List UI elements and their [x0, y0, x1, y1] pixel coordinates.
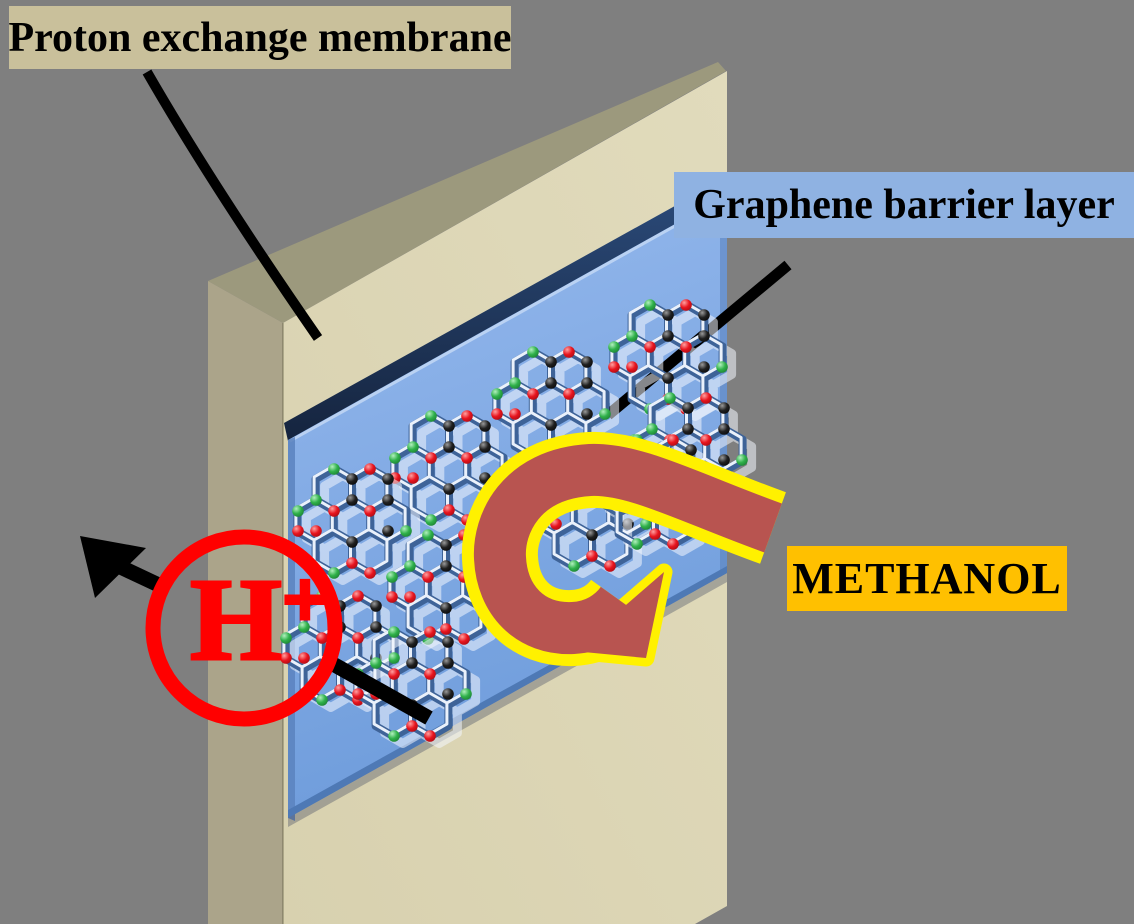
panel-groove-shadow — [284, 177, 727, 441]
methanol-uturn-arrow — [461, 431, 786, 667]
graphene-label-text: Graphene barrier layer — [693, 182, 1115, 228]
graphene-label: Graphene barrier layer — [674, 172, 1134, 238]
methanol-label: METHANOL — [787, 546, 1067, 611]
membrane-top-face — [208, 62, 726, 323]
proton-exit-arrow — [80, 536, 167, 598]
methanol-label-text: METHANOL — [792, 554, 1062, 603]
membrane-label-text: Proton exchange membrane — [8, 14, 512, 61]
proton-circle — [145, 529, 343, 727]
proton-charge-plus: + — [283, 556, 327, 643]
proton-symbol: H — [190, 554, 282, 685]
methanol-arrow-band — [473, 443, 782, 655]
proton-exit-arrow-head — [80, 536, 146, 598]
proton-pointer-line — [329, 657, 433, 725]
membrane-side-face — [208, 281, 283, 924]
membrane-label: Proton exchange membrane — [8, 6, 512, 69]
membrane-pointer-line — [142, 69, 323, 341]
panel-top-highlight — [289, 196, 726, 443]
